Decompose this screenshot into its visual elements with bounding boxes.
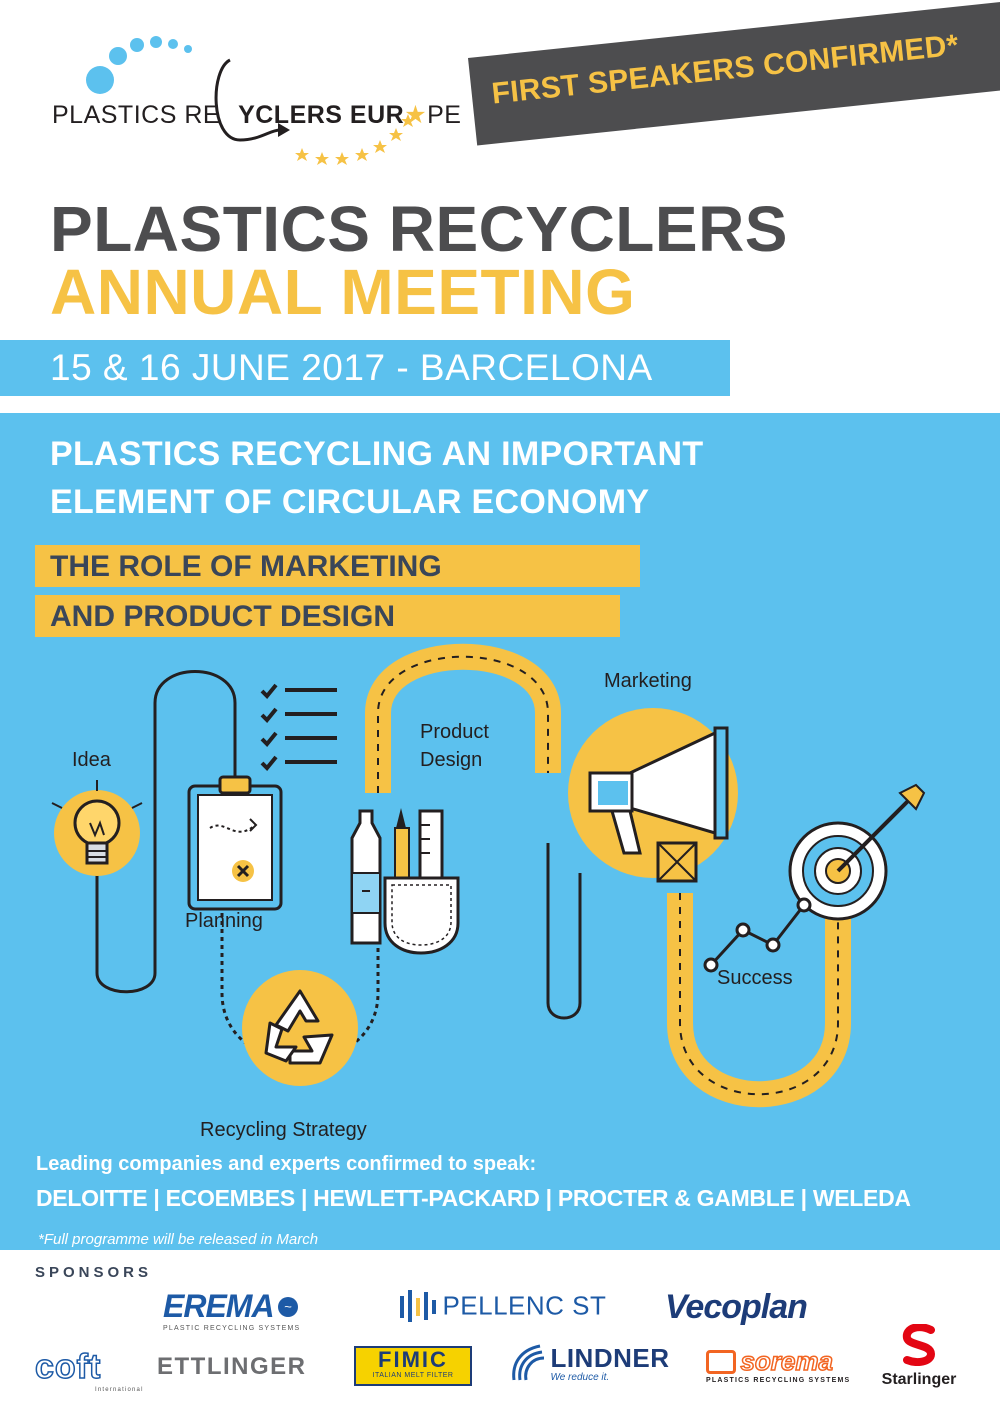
fimic-logo: FIMIC ITALIAN MELT FILTER <box>354 1346 472 1386</box>
subheadline-line-1: THE ROLE OF MARKETING <box>50 550 442 583</box>
clipboard-icon <box>187 775 283 911</box>
sorema-tagline: PLASTICS RECYCLING SYSTEMS <box>706 1377 851 1384</box>
coft-logo: coft International <box>34 1347 144 1393</box>
product-design-icon <box>350 808 460 955</box>
logo-star-icon: ★ <box>404 101 428 129</box>
pellenc-logo: PELLENC ST <box>400 1288 606 1324</box>
checklist-icon <box>260 683 337 771</box>
ettlinger-logo: ETTLINGER <box>157 1353 307 1381</box>
stage-label-recycling-strategy: Recycling Strategy <box>200 1119 367 1141</box>
pellenc-bars-icon <box>400 1290 436 1322</box>
sorema-logo: sorema PLASTICS RECYCLING SYSTEMS <box>706 1345 851 1384</box>
coft-name: coft <box>34 1347 102 1387</box>
subheadline-bar-1: THE ROLE OF MARKETING <box>35 545 640 587</box>
erema-logo: EREMA ~ PLASTIC RECYCLING SYSTEMS <box>163 1288 300 1332</box>
stage-label-product-design-2: Design <box>420 749 482 771</box>
logo-text-part1: PLASTICS RE <box>52 101 221 129</box>
success-road-dashes <box>679 893 839 1096</box>
idea-to-planning-path <box>95 670 237 994</box>
subheadline-bar-2: AND PRODUCT DESIGN <box>35 595 620 637</box>
coft-tagline: International <box>95 1387 144 1393</box>
stage-label-planning: Planning <box>185 910 263 932</box>
logo-wordmark: PLASTICS RE YCLERS EUR★PE <box>52 100 461 130</box>
date-bar: 15 & 16 JUNE 2017 - BARCELONA <box>0 340 730 396</box>
product-design-road-dashes <box>377 655 549 793</box>
stage-label-success: Success <box>717 967 793 989</box>
light-bulb-icon <box>51 780 143 876</box>
lindner-logo: LINDNER We reduce it. <box>510 1344 670 1384</box>
success-growth-icon <box>703 897 812 973</box>
target-icon <box>788 783 926 921</box>
logo-graphic <box>86 36 415 165</box>
header-section: PLASTICS RE YCLERS EUR★PE FIRST SPEAKERS … <box>0 0 1000 413</box>
erema-tagline: PLASTIC RECYCLING SYSTEMS <box>163 1325 301 1332</box>
title-line-2: ANNUAL MEETING <box>50 256 636 328</box>
headline-line-2: ELEMENT OF CIRCULAR ECONOMY <box>50 483 650 521</box>
sponsors-section: SPONSORS EREMA ~ PLASTIC RECYCLING SYSTE… <box>0 1250 1000 1415</box>
speakers-list: DELOITTE | ECOEMBES | HEWLETT-PACKARD | … <box>36 1185 911 1211</box>
lindner-swoosh-icon <box>512 1344 545 1381</box>
fimic-tagline: ITALIAN MELT FILTER <box>372 1372 454 1379</box>
sorema-s-icon <box>706 1349 736 1374</box>
success-road <box>667 893 851 1108</box>
headline-line-1: PLASTICS RECYCLING AN IMPORTANT <box>50 435 704 473</box>
sorema-name: sorema <box>740 1345 834 1377</box>
megaphone-icon <box>568 708 738 883</box>
stage-label-marketing: Marketing <box>604 670 692 692</box>
pellenc-name: PELLENC ST <box>442 1290 607 1321</box>
vecoplan-logo: Vecoplan <box>665 1288 808 1327</box>
starlinger-s-icon <box>902 1323 936 1366</box>
subheadline-line-2: AND PRODUCT DESIGN <box>50 600 396 633</box>
plastics-recyclers-europe-logo: PLASTICS RE YCLERS EUR★PE <box>40 30 461 170</box>
logo-text-part3: PE <box>427 101 462 129</box>
stage-label-idea: Idea <box>72 749 112 771</box>
marketing-down-path <box>546 843 582 1020</box>
process-infographic: Idea Planning Product Design Marketing S… <box>51 643 926 1141</box>
erema-swirl-icon: ~ <box>278 1297 299 1317</box>
fimic-name: FIMIC <box>378 1347 448 1372</box>
event-date: 15 & 16 JUNE 2017 - BARCELONA <box>50 347 653 388</box>
lindner-tagline: We reduce it. <box>550 1372 610 1383</box>
programme-footnote: *Full programme will be released in Marc… <box>38 1231 319 1248</box>
lindner-name: LINDNER <box>550 1343 670 1373</box>
recycling-icon <box>242 970 358 1086</box>
title-line-1: PLASTICS RECYCLERS <box>50 193 788 265</box>
starlinger-logo: Starlinger <box>874 1323 964 1389</box>
speakers-intro: Leading companies and experts confirmed … <box>36 1153 537 1175</box>
first-speakers-banner: FIRST SPEAKERS CONFIRMED* <box>468 0 1000 146</box>
starlinger-name: Starlinger <box>881 1371 957 1388</box>
stage-label-product-design-1: Product <box>420 721 489 743</box>
vecoplan-name: Vecoplan <box>665 1288 808 1326</box>
banner-text: FIRST SPEAKERS CONFIRMED* <box>490 28 961 111</box>
main-section: PLASTICS RECYCLING AN IMPORTANT ELEMENT … <box>0 413 1000 1250</box>
erema-name: EREMA <box>163 1288 275 1324</box>
logo-text-part2: YCLERS EUR <box>238 101 405 129</box>
sponsors-title: SPONSORS <box>35 1264 153 1281</box>
ettlinger-name: ETTLINGER <box>157 1353 307 1380</box>
